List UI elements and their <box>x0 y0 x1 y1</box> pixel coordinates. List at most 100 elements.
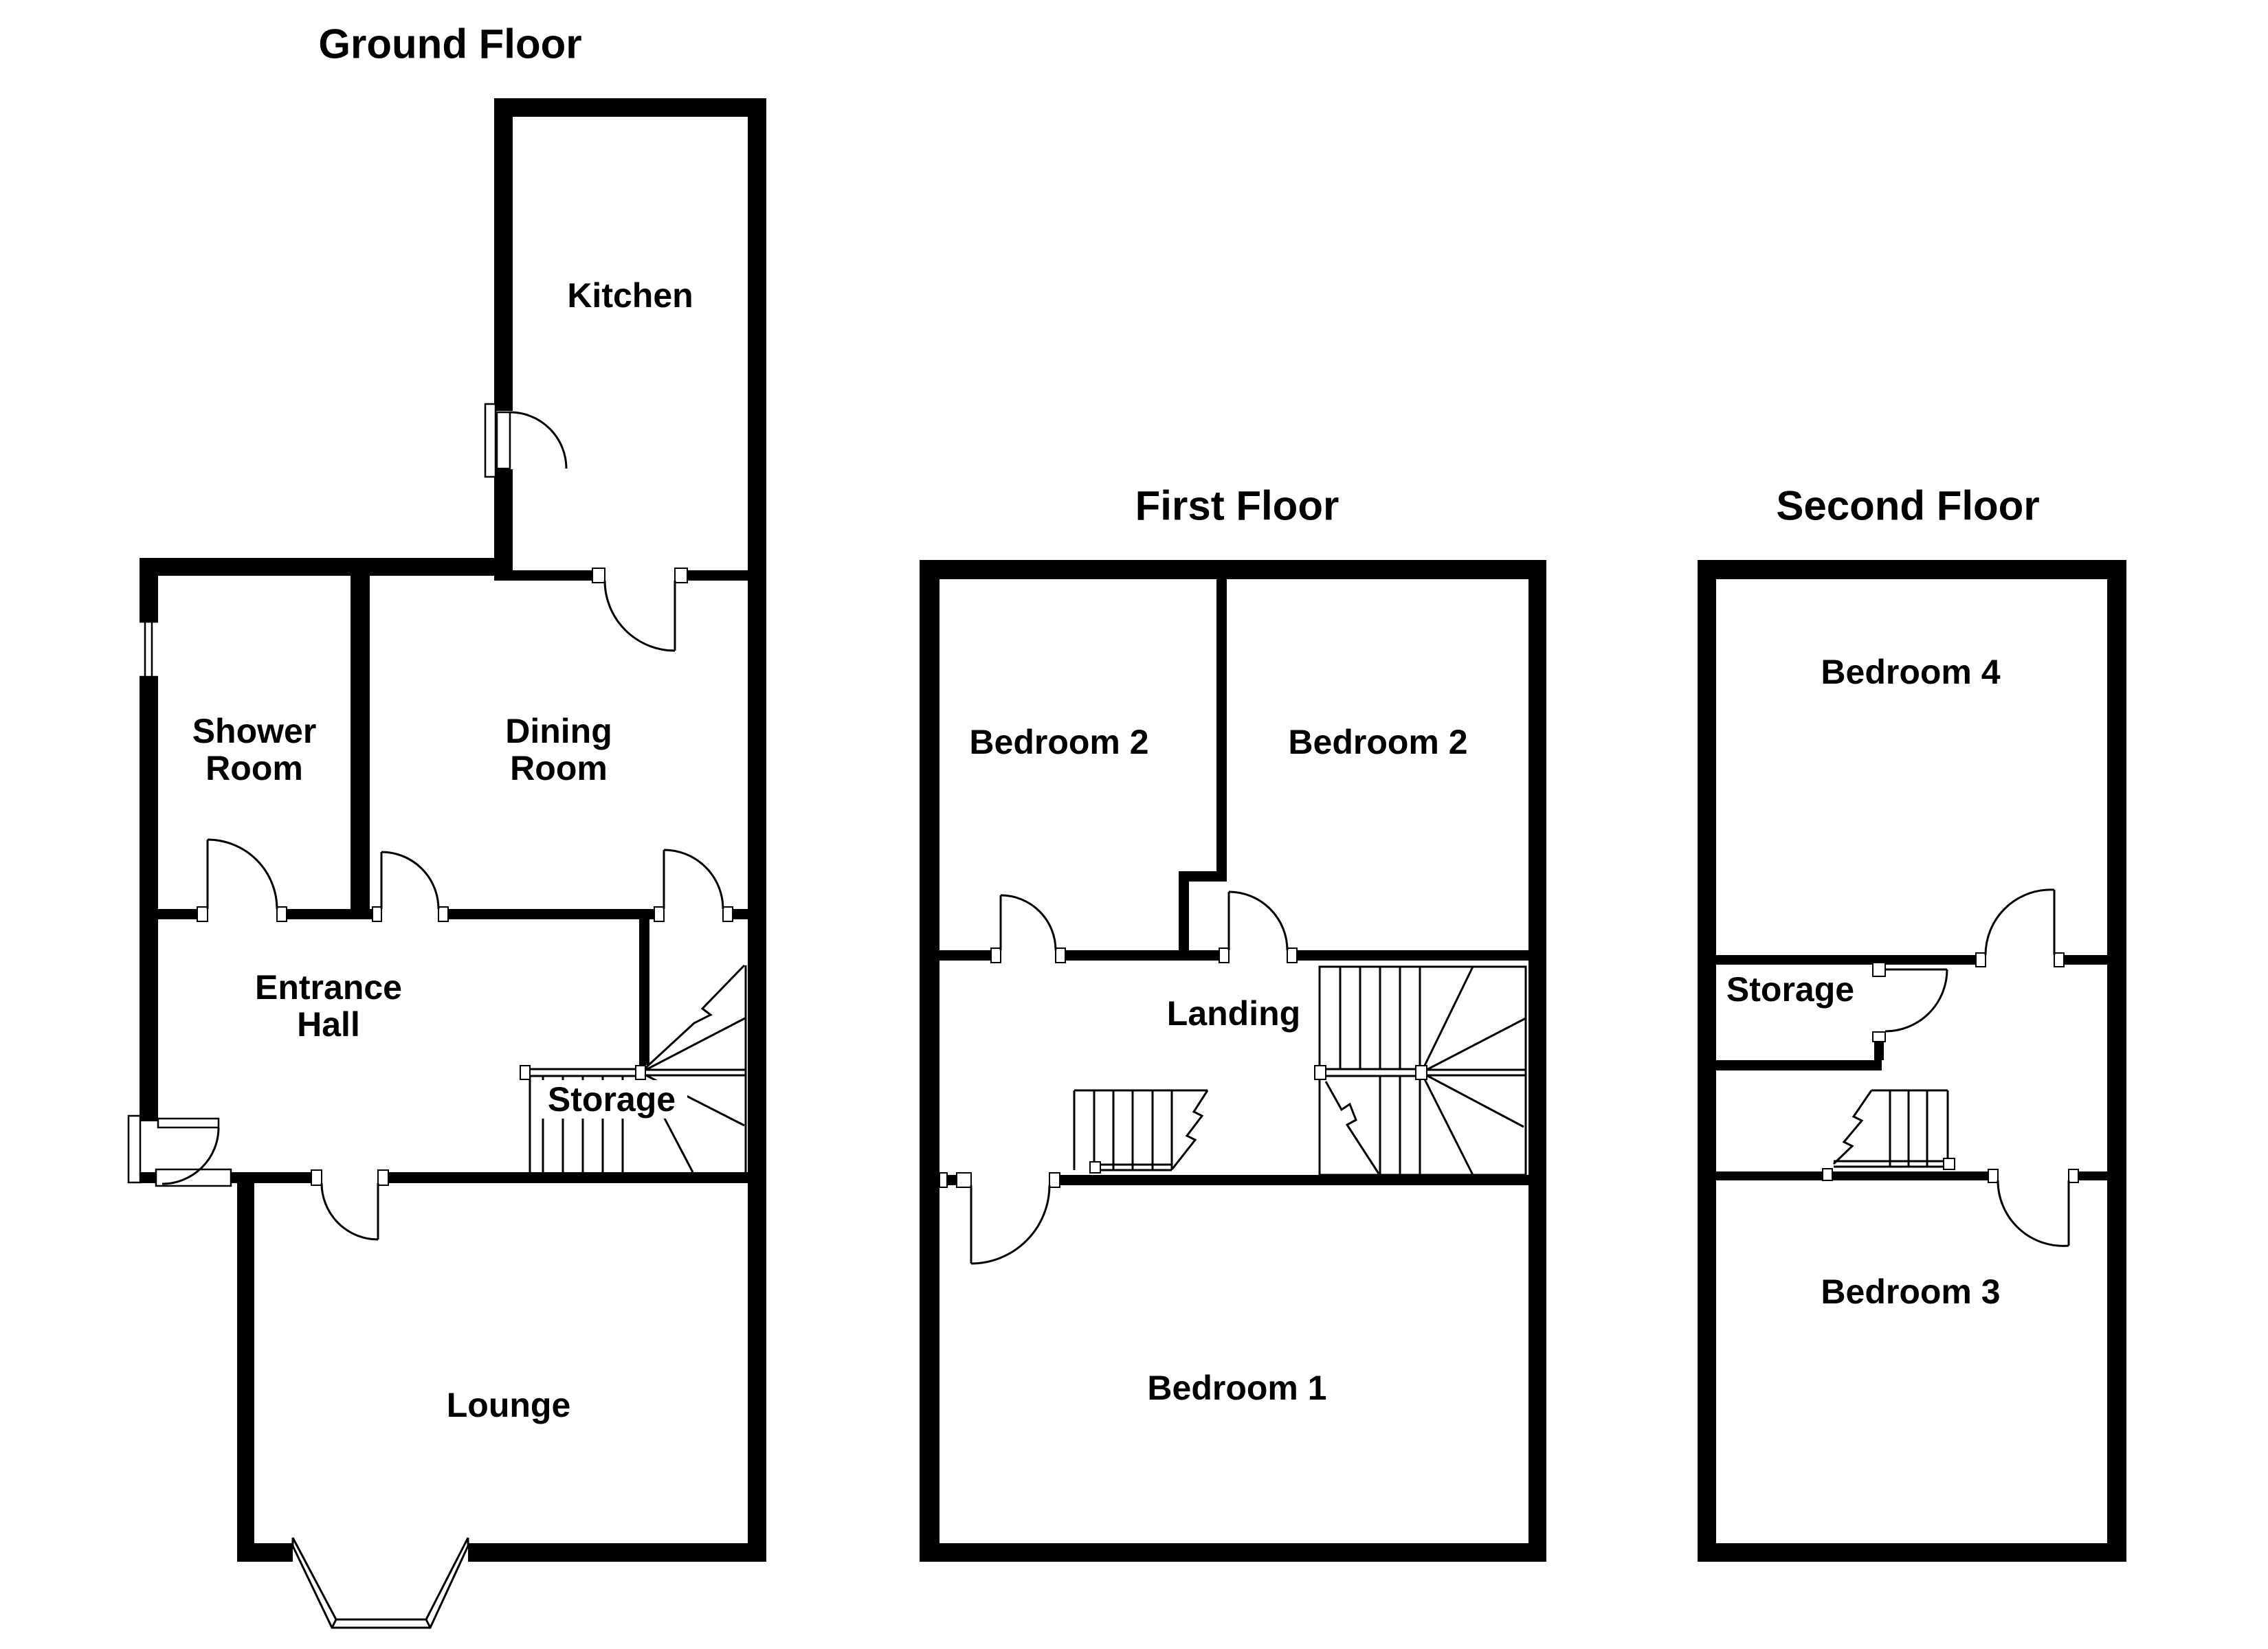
wall-kitchen-top <box>494 98 766 117</box>
wall-divider-lower <box>1179 871 1189 961</box>
door-dining-right <box>663 849 724 910</box>
jamb <box>1287 947 1298 963</box>
jamb <box>1872 962 1886 977</box>
room-label-entrance-line1: Entrance <box>255 968 402 1007</box>
floor-title-second: Second Floor <box>1776 483 2039 529</box>
wall-first-top <box>920 560 1546 579</box>
room-label-shower-line2: Room <box>205 749 303 787</box>
room-label-landing: Landing <box>1167 994 1300 1033</box>
wall-hall-top-a <box>158 909 197 919</box>
room-label-storage-ground: Storage <box>548 1080 676 1119</box>
door-swing-arc <box>1885 969 1948 1033</box>
room-label-bedroom2-right: Bedroom 2 <box>1288 723 1467 761</box>
jamb <box>654 906 665 922</box>
wall-second-left <box>1698 560 1716 1562</box>
wall-dining-top-right <box>687 570 748 581</box>
window-shower-room <box>140 620 158 678</box>
room-label-bedroom4: Bedroom 4 <box>1821 653 2000 691</box>
room-label-bedroom3: Bedroom 3 <box>1821 1272 2000 1311</box>
jamb <box>197 906 208 922</box>
door-swing-arc <box>603 580 676 652</box>
wall-hall-top-c <box>448 909 654 919</box>
bay-window <box>291 1537 469 1629</box>
wall-bedroom3-b <box>2078 1171 2107 1180</box>
wall-ground-left-main <box>140 677 158 1121</box>
wall-first-right <box>1528 560 1546 1562</box>
jamb <box>1872 1031 1886 1042</box>
door-storage-second <box>1885 968 1948 1033</box>
door-swing-arc <box>1997 1180 2069 1247</box>
wall-kitchen-left-lower <box>494 469 513 581</box>
wall-divider-upper <box>1216 579 1227 882</box>
door-bedroom-2-right <box>1227 890 1289 951</box>
jamb <box>1988 1169 1999 1183</box>
door-swing-arc <box>162 1127 220 1185</box>
room-label-entrance-line2: Hall <box>297 1005 360 1044</box>
wall-hall-top-b <box>287 909 373 919</box>
jamb <box>990 947 1001 963</box>
wall-bedroom4-a <box>1716 955 1976 965</box>
door-lounge <box>320 1182 379 1241</box>
wall-bedrooms-a <box>940 950 991 961</box>
wall-shower-dining-divider <box>351 576 370 909</box>
wall-bedrooms-c <box>1189 950 1219 961</box>
wall-kitchen-left-upper <box>494 98 513 411</box>
label-halo <box>536 1080 687 1119</box>
jamb <box>2068 1169 2079 1183</box>
wall-second-right <box>2107 560 2126 1562</box>
door-shower-room <box>206 838 278 910</box>
door-swing-arc <box>1000 894 1057 951</box>
jamb <box>1055 947 1066 963</box>
wall-bedroom3-a <box>1716 1171 1988 1180</box>
first-floor: First Floor <box>920 483 1546 1562</box>
jamb <box>2054 952 2065 967</box>
jamb <box>372 906 382 922</box>
ground-floor: Ground Floor <box>127 21 766 1629</box>
door-dining-left <box>380 851 440 910</box>
door-swing-arc <box>970 1185 1051 1265</box>
door-swing-arc <box>207 838 278 910</box>
front-door-step <box>155 1168 232 1187</box>
door-swing-arc <box>509 411 568 469</box>
wall-storage-left <box>639 919 649 1065</box>
front-door <box>127 1114 232 1187</box>
jamb <box>1049 1172 1060 1188</box>
wall-second-top <box>1698 560 2126 579</box>
second-floor: Second Floor <box>1698 483 2126 1562</box>
room-label-lounge: Lounge <box>447 1386 571 1424</box>
wall-divider-jog <box>1179 871 1227 882</box>
wall-shower-top <box>140 558 494 576</box>
wall-storage2-block <box>1874 1042 1884 1060</box>
jamb <box>674 568 688 583</box>
jamb <box>592 568 605 583</box>
door-bedroom-3 <box>1997 1180 2070 1247</box>
stair-newel <box>1415 1065 1427 1080</box>
wall-bed1-small <box>947 1175 957 1185</box>
floor-title-ground: Ground Floor <box>318 21 581 67</box>
wall-ground-left-upper <box>140 558 158 622</box>
wall-lounge-top-right <box>388 1172 748 1183</box>
door-swing-arc <box>663 849 724 910</box>
stair-newel <box>520 1065 531 1080</box>
room-label-storage-second: Storage <box>1726 970 1854 1009</box>
stair-newel <box>1314 1065 1326 1080</box>
winder-fan <box>639 964 746 1074</box>
door-swing-arc <box>381 851 440 910</box>
jamb <box>1822 1168 1833 1181</box>
wall-hall-top-d <box>733 909 748 919</box>
room-label-shower-line1: Shower <box>192 712 317 750</box>
wall-first-bottom <box>920 1543 1546 1562</box>
wall-lounge-bottom-right <box>468 1543 766 1562</box>
stair-newel <box>1943 1158 1955 1170</box>
jamb <box>438 906 449 922</box>
wall-bedrooms-d <box>1297 950 1528 961</box>
door-kitchen-dining <box>603 580 676 652</box>
wall-lounge-bottom-left <box>237 1543 293 1562</box>
room-label-bedroom2-left: Bedroom 2 <box>969 723 1148 761</box>
jamb <box>939 1172 948 1188</box>
wall-storage2-bottom <box>1716 1060 1882 1070</box>
door-bedroom-2-left <box>999 894 1057 951</box>
door-kitchen <box>484 403 568 478</box>
stair-newel <box>635 1065 646 1080</box>
